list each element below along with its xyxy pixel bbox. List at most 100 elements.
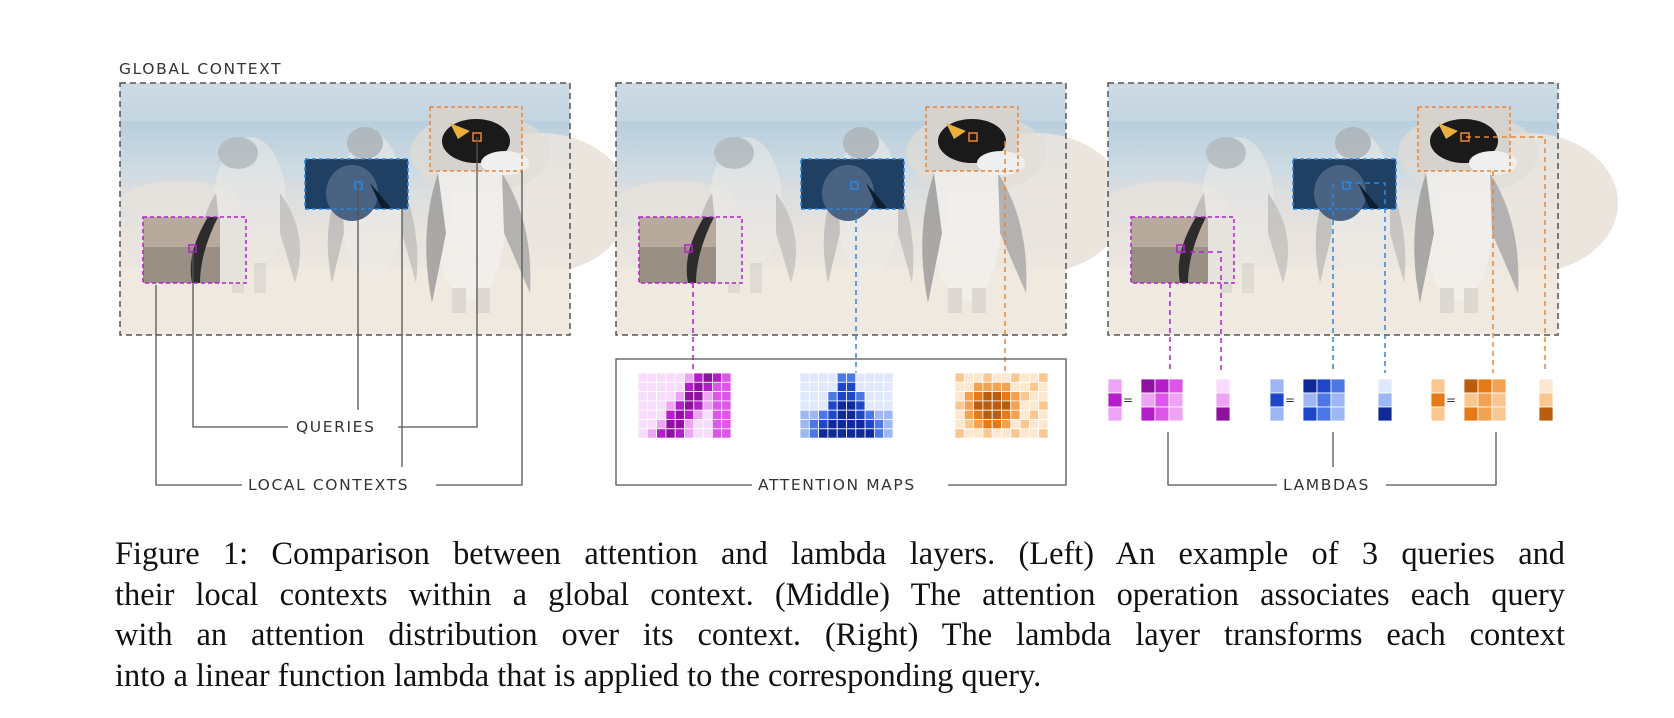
attention-cell: [963, 372, 974, 383]
attention-cell: [1010, 391, 1021, 402]
attention-cell: [846, 372, 857, 383]
attention-map-orange: [954, 372, 1049, 439]
lambda-query-cell: [1107, 392, 1123, 408]
attention-cell: [982, 372, 993, 383]
lambda-matrix-cell: [1154, 378, 1170, 394]
attention-cell: [827, 428, 838, 439]
lambda-vector-cell: [1538, 392, 1554, 408]
attention-cell: [963, 391, 974, 402]
lambda-matrix-cell: [1477, 392, 1493, 408]
lambda-vector-cell: [1538, 378, 1554, 394]
attention-maps: [637, 372, 1049, 439]
lambda-matrix-cell: [1316, 406, 1332, 422]
lambda-purple: =: [1107, 378, 1231, 422]
attention-cell: [836, 428, 847, 439]
caption-line: into a linear function lambda that is ap…: [115, 657, 1042, 694]
attention-cell: [1029, 400, 1040, 411]
attention-cell: [1029, 381, 1040, 392]
attention-cell: [665, 391, 676, 402]
attention-cell: [721, 409, 732, 420]
attention-cell: [637, 391, 648, 402]
attention-cell: [874, 428, 885, 439]
attention-cell: [1019, 381, 1030, 392]
attention-cell: [721, 400, 732, 411]
attention-cell: [836, 381, 847, 392]
lambda-matrix-cell: [1168, 378, 1184, 394]
attention-cell: [963, 381, 974, 392]
attention-cell: [665, 400, 676, 411]
lambda-orange: =: [1430, 378, 1554, 422]
lambda-matrix-cell: [1491, 378, 1507, 394]
equals-sign: =: [1123, 393, 1133, 407]
attention-cell: [864, 391, 875, 402]
attention-cell: [799, 400, 810, 411]
attention-cell: [808, 372, 819, 383]
attention-cell: [674, 400, 685, 411]
attention-cell: [954, 381, 965, 392]
attention-cell: [656, 381, 667, 392]
attention-cell: [1029, 419, 1040, 430]
attention-cell: [883, 409, 894, 420]
lambda-matrix-cell: [1463, 406, 1479, 422]
queries-label: QUERIES: [296, 418, 376, 436]
attention-cell: [799, 428, 810, 439]
attention-cell: [1029, 409, 1040, 420]
right-context-image: [1107, 82, 1618, 336]
attention-cell: [864, 400, 875, 411]
attention-cell: [864, 372, 875, 383]
attention-cell: [665, 419, 676, 430]
attention-cell: [646, 419, 657, 430]
attention-cell: [674, 409, 685, 420]
attention-cell: [712, 391, 723, 402]
attention-cell: [1019, 400, 1030, 411]
attention-cell: [963, 409, 974, 420]
attention-cell: [818, 391, 829, 402]
panel-middle: ATTENTION MAPS: [615, 82, 1126, 494]
attention-cell: [702, 391, 713, 402]
attention-cell: [973, 428, 984, 439]
attention-cell: [637, 381, 648, 392]
attention-cell: [712, 409, 723, 420]
attention-cell: [693, 391, 704, 402]
lambda-vector-cell: [1377, 378, 1393, 394]
attention-cell: [1010, 419, 1021, 430]
lambda-matrix-cell: [1140, 406, 1156, 422]
lambda-query-cell: [1430, 378, 1446, 394]
attention-cell: [1001, 409, 1012, 420]
middle-context-image: [615, 82, 1126, 336]
attention-map-blue: [799, 372, 894, 439]
attention-cell: [1029, 391, 1040, 402]
attention-cell: [973, 419, 984, 430]
attention-cell: [1019, 409, 1030, 420]
attention-cell: [693, 428, 704, 439]
lambda-matrix-cell: [1168, 406, 1184, 422]
local-context-orange: [429, 106, 523, 172]
attention-cell: [674, 419, 685, 430]
attention-cell: [883, 372, 894, 383]
attention-cell: [836, 372, 847, 383]
caption-line: with an attention distribution over its …: [115, 617, 1565, 653]
attention-cell: [1038, 409, 1049, 420]
attention-cell: [1010, 428, 1021, 439]
attention-cell: [637, 409, 648, 420]
attention-cell: [1019, 372, 1030, 383]
attention-cell: [846, 400, 857, 411]
lambdas: ===: [1107, 378, 1554, 422]
attention-cell: [674, 381, 685, 392]
attention-cell: [818, 428, 829, 439]
attention-cell: [836, 419, 847, 430]
attention-cell: [1019, 428, 1030, 439]
equals-sign: =: [1446, 393, 1456, 407]
attention-cell: [991, 419, 1002, 430]
attention-cell: [1038, 391, 1049, 402]
attention-cell: [973, 391, 984, 402]
lambda-matrix-cell: [1302, 392, 1318, 408]
attention-cell: [864, 428, 875, 439]
lambda-query-cell: [1107, 406, 1123, 422]
attention-cell: [1010, 381, 1021, 392]
lambda-matrix-cell: [1330, 406, 1346, 422]
attention-cell: [818, 381, 829, 392]
attention-cell: [991, 400, 1002, 411]
attention-cell: [855, 428, 866, 439]
lambda-vector-cell: [1377, 392, 1393, 408]
